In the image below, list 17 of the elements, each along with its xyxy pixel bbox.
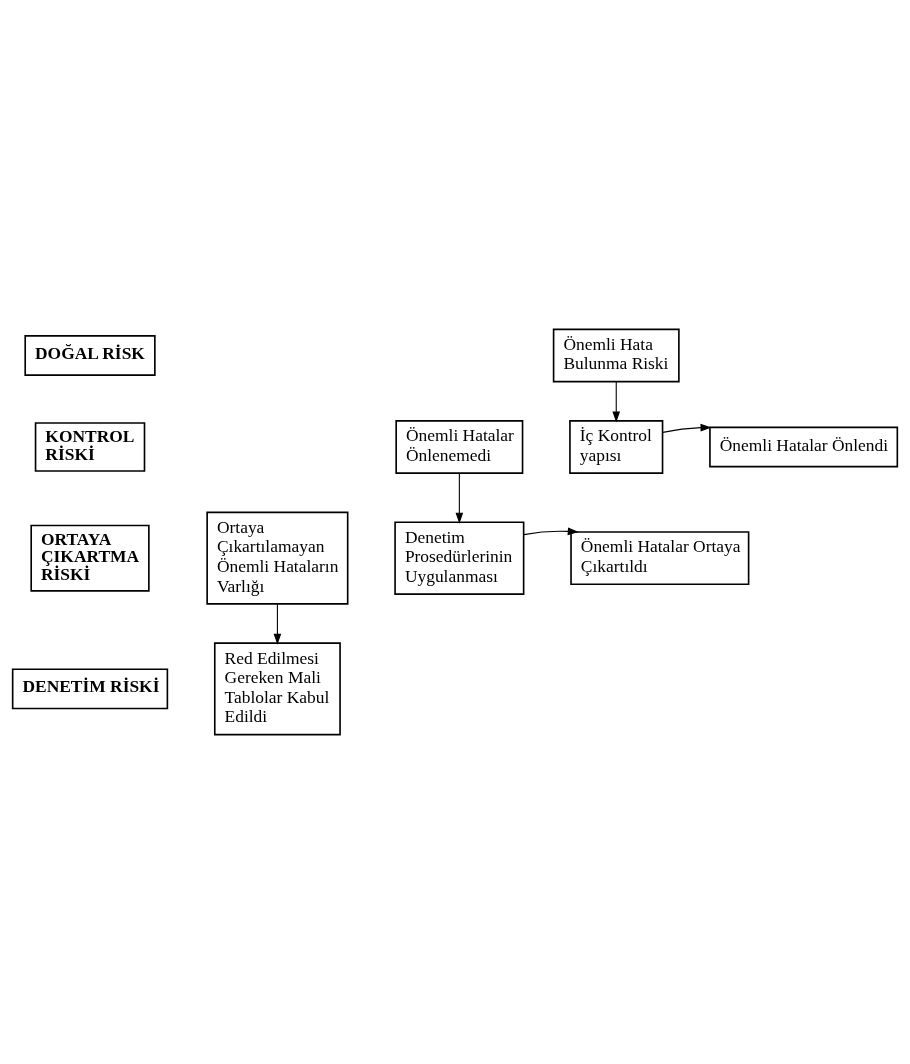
node-box: ORTAYA ÇIKARTMA RİSKİ [30, 524, 150, 592]
arrow [273, 603, 282, 645]
node-box: İç Kontrol yapısı [569, 420, 664, 474]
arrow [455, 472, 464, 524]
arrow [662, 423, 712, 433]
node-box: KONTROL RİSKİ [34, 422, 146, 472]
node-box: Önemli Hatalar Önlenemedi [395, 420, 524, 474]
node-box: DENETİM RİSKİ [11, 668, 169, 710]
node-box: Önemli Hata Bulunma Riski [552, 328, 680, 383]
arrow [612, 381, 621, 423]
node-box: Önemli Hatalar Önlendi [709, 426, 899, 468]
node-box: Ortaya Çıkartılamayan Önemli Hataların Varlığı [206, 511, 349, 605]
node-box: Red Edilmesi Gereken Mali Tablolar Kabul Edildi [213, 642, 341, 736]
node-box: Önemli Hatalar Ortaya Çıkartıldı [570, 531, 750, 586]
arrow [523, 527, 579, 536]
node-box: DOĞAL RİSK [24, 335, 156, 376]
node-box: Denetim Prosedürlerinin Uygulanması [394, 521, 525, 595]
